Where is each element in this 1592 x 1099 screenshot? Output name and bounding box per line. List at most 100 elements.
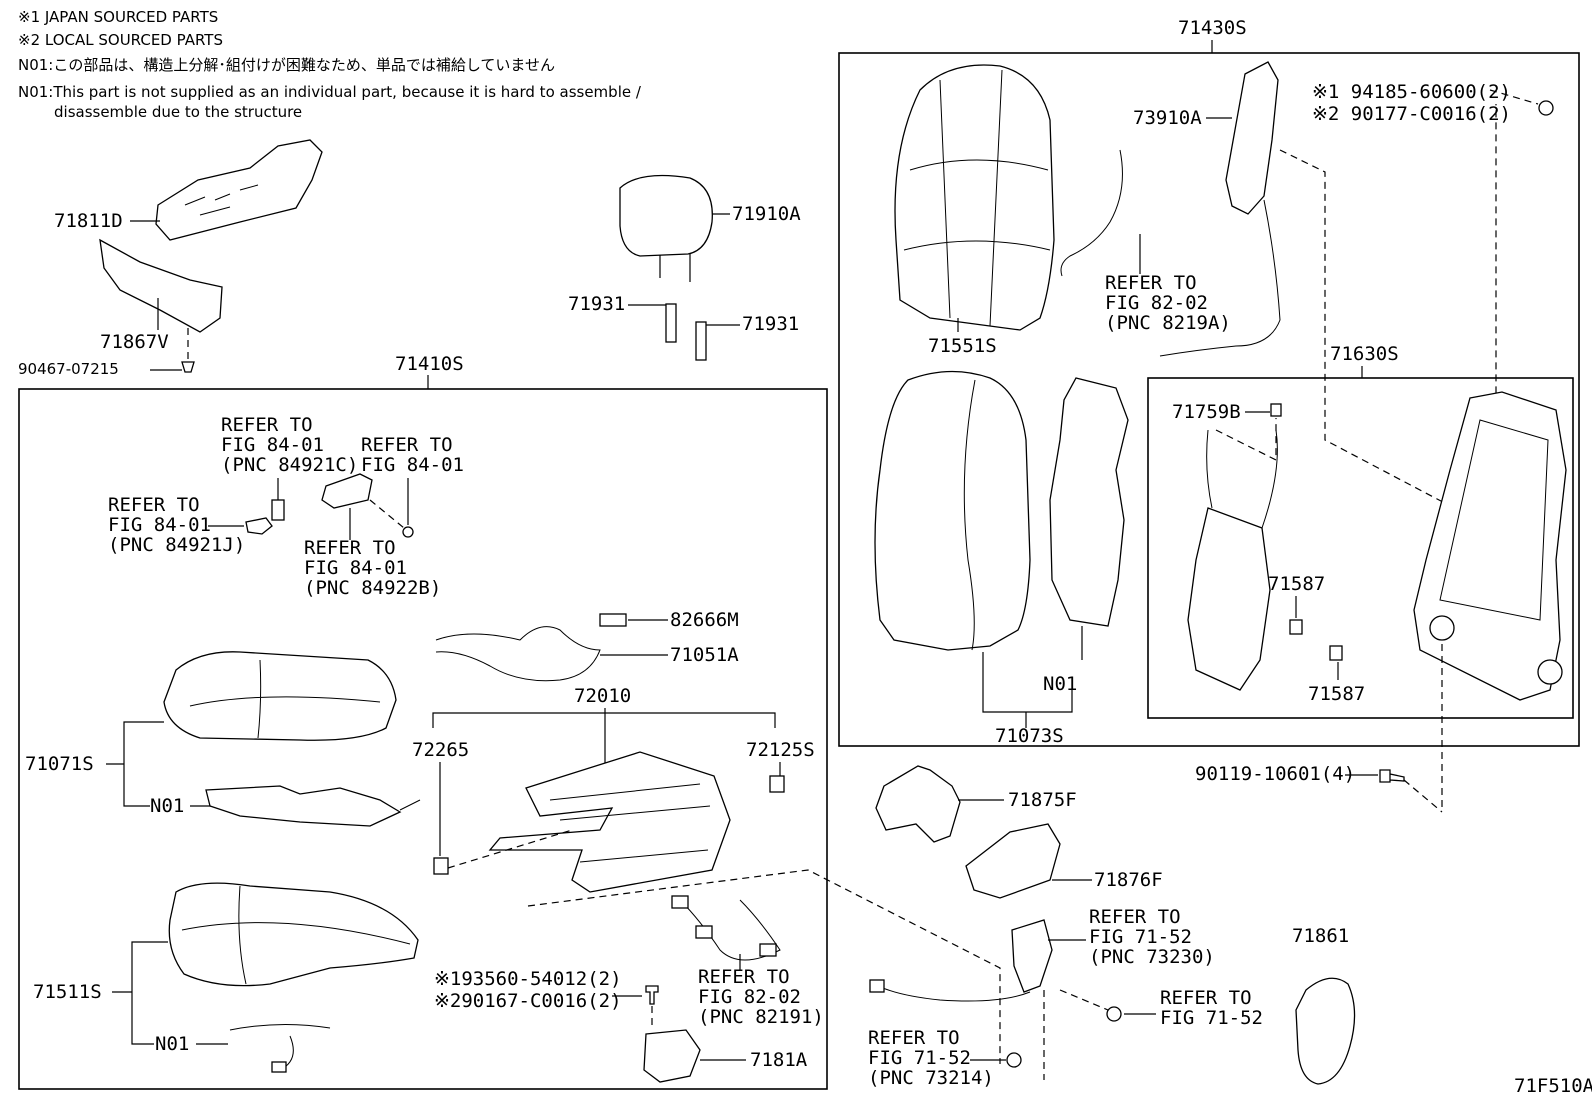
side-airbag-wire — [1159, 199, 1281, 357]
ref-line-3: (PNC 73230) — [1089, 946, 1215, 968]
ref-line-2: FIG 71-52 — [868, 1047, 971, 1069]
seatback-harness — [1060, 149, 1123, 277]
frame-assembly-box — [1147, 377, 1574, 719]
screw-part — [402, 526, 414, 538]
ref-fig-84-01-84921C[interactable]: REFER TO FIG 84-01 (PNC 84921C) — [221, 414, 358, 476]
track-harness — [679, 899, 781, 961]
ref-line-2: FIG 71-52 — [1089, 926, 1192, 948]
ref-fig-84-01-84921J[interactable]: REFER TO FIG 84-01 (PNC 84921J) — [108, 494, 245, 556]
label-71587-upper: 71587 — [1268, 573, 1325, 595]
seat-cushion-shield-part — [155, 139, 323, 241]
dash-airbag-to-frame — [1279, 104, 1497, 531]
ref-line-2: FIG 82-02 — [698, 986, 801, 1008]
ref-line-2: FIG 82-02 — [1105, 292, 1208, 314]
cushion-wire-harness — [435, 626, 601, 682]
ref-line-1: REFER TO — [1160, 987, 1252, 1009]
bracket-71071S — [123, 721, 164, 807]
buckle-nut-part — [1106, 1006, 1122, 1022]
label-90119-10601: 90119-10601(4) — [1195, 763, 1355, 785]
dash-track-to-buckle — [527, 869, 1001, 1064]
label-fastener-93560: ※193560-54012(2) — [434, 968, 622, 990]
label-71511S: 71511S — [33, 981, 102, 1003]
ref-fig-82-02-8219A[interactable]: REFER TO FIG 82-02 (PNC 8219A) — [1105, 272, 1231, 334]
ref-fig-82-02-82191[interactable]: REFER TO FIG 82-02 (PNC 82191) — [698, 966, 824, 1028]
side-airbag-part — [1225, 61, 1279, 215]
headrest-guide-right — [695, 321, 707, 361]
power-switch-part — [321, 473, 373, 509]
ref-line-3: (PNC 8219A) — [1105, 312, 1231, 334]
ref-line-1: REFER TO — [698, 966, 790, 988]
cushion-assembly-box — [18, 388, 828, 1090]
label-71051A: 71051A — [670, 644, 739, 666]
label-71876F: 71876F — [1094, 869, 1163, 891]
buckle-connector — [869, 979, 885, 993]
ref-line-2: FIG 84-01 — [304, 557, 407, 579]
lumbar-support-part — [1187, 507, 1271, 691]
buckle-bolt-part — [1006, 1052, 1022, 1068]
label-71759B: 71759B — [1172, 401, 1241, 423]
label-71071S: 71071S — [25, 753, 94, 775]
label-7181A: 7181A — [750, 1049, 808, 1071]
ref-fig-71-52-73214[interactable]: REFER TO FIG 71-52 (PNC 73214) — [868, 1027, 994, 1089]
ref-line-1: REFER TO — [221, 414, 313, 436]
label-71551S: 71551S — [928, 335, 997, 357]
switch-knob-part — [271, 499, 285, 521]
heater-lead-cushion — [399, 799, 421, 811]
bracket-71511S — [131, 941, 168, 1045]
seatback-frame-inner — [1439, 419, 1549, 621]
label-71630S: 71630S — [1330, 343, 1399, 365]
label-fastener-94185: ※1 94185-60600(2) — [1312, 81, 1511, 103]
inner-cover-71875F-part — [875, 765, 961, 843]
label-82666M: 82666M — [670, 609, 739, 631]
label-72265: 72265 — [412, 739, 469, 761]
dash-buckle-nut — [1059, 989, 1109, 1011]
shield-detail-lines — [184, 184, 259, 216]
ref-fig-71-52-73230[interactable]: REFER TO FIG 71-52 (PNC 73230) — [1089, 906, 1215, 968]
label-71410S: 71410S — [395, 353, 464, 375]
ref-line-3: (PNC 84921J) — [108, 534, 245, 556]
knob-84921J-part — [245, 517, 273, 535]
pad-connector — [271, 1061, 287, 1073]
ref-line-1: REFER TO — [868, 1027, 960, 1049]
ref-fig-84-01-84922B[interactable]: REFER TO FIG 84-01 (PNC 84922B) — [304, 537, 441, 599]
label-71931-left: 71931 — [568, 293, 625, 315]
bolt-90119-part — [1379, 769, 1405, 783]
figure-code: 71F510A — [1514, 1075, 1592, 1097]
dash-switch-screw — [369, 499, 405, 529]
cushion-heater-element — [205, 785, 402, 827]
track-rails — [549, 783, 711, 863]
label-71910A: 71910A — [732, 203, 801, 225]
ref-line-3: (PNC 82191) — [698, 1006, 824, 1028]
label-71867V: 71867V — [100, 331, 169, 353]
nut-fastener-part — [1538, 100, 1554, 116]
note-n01-english: N01:This part is not supplied as an indi… — [18, 83, 642, 101]
seatback-heater-element — [1049, 377, 1129, 627]
ref-fig-71-52[interactable]: REFER TO FIG 71-52 — [1160, 987, 1263, 1029]
harness-connector-1 — [671, 895, 689, 909]
clip-71587-upper — [1289, 619, 1303, 635]
clip-71587-lower — [1329, 645, 1343, 661]
recliner-hub-right — [1537, 659, 1563, 685]
seat-track-part — [488, 751, 731, 893]
ref-line-2: FIG 84-01 — [221, 434, 324, 456]
seatback-pad-part — [874, 370, 1031, 651]
label-71875F: 71875F — [1008, 789, 1077, 811]
recliner-cover-71861-part — [1295, 977, 1356, 1085]
dash-track-assembly — [447, 829, 573, 869]
label-71430S: 71430S — [1178, 17, 1247, 39]
seatback-assembly-box — [838, 52, 1580, 747]
note-local-sourced: ※2 LOCAL SOURCED PARTS — [18, 31, 223, 49]
ref-line-1: REFER TO — [108, 494, 200, 516]
seatbelt-buckle-part — [1011, 919, 1053, 993]
ref-line-3: (PNC 84921C) — [221, 454, 358, 476]
harness-connector-3 — [759, 943, 777, 957]
ref-line-1: REFER TO — [361, 434, 453, 456]
ref-fig-84-01[interactable]: REFER TO FIG 84-01 — [361, 434, 464, 476]
cushion-pad-part — [163, 651, 397, 741]
harness-connector-2 — [695, 925, 713, 939]
recliner-hub — [1429, 615, 1455, 641]
shield-cover-part — [99, 238, 223, 333]
clip-71759B — [1270, 403, 1282, 417]
label-N01-back: N01 — [1043, 673, 1077, 695]
note-n01-english-cont: disassemble due to the structure — [54, 103, 302, 121]
